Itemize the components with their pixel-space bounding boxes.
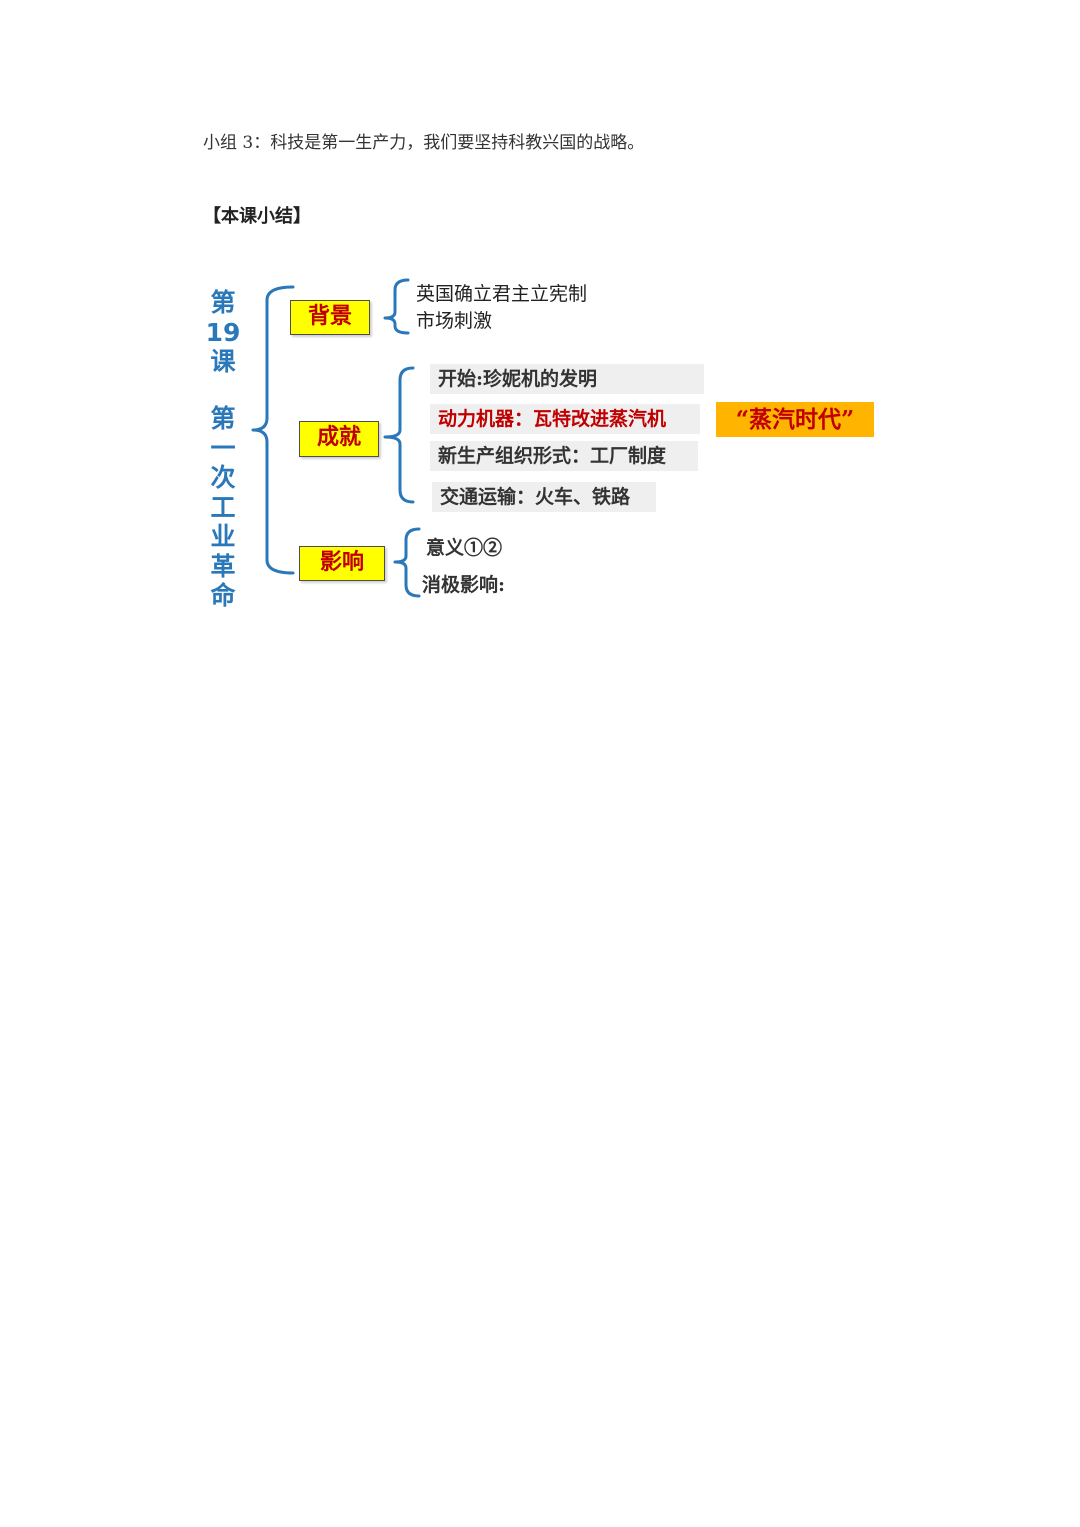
category-achievements-box: 成就 [299,421,379,457]
background-item: 英国确立君主立宪制 [416,283,588,305]
lesson-title-char: 课 [210,347,236,376]
summary-heading: 【本课小结】 [203,206,311,227]
impact-item: 消极影响: [422,574,506,596]
category-impact-box: 影响 [299,546,385,581]
category-background-box: 背景 [290,300,370,335]
achievements-bracket [383,366,415,504]
achievement-item-highlight: 动力机器：瓦特改进蒸汽机 [430,404,700,434]
topic-title-char: 革 [210,551,236,581]
lesson-title-char: 19 [205,317,241,347]
bracket-lines [251,278,421,598]
background-bracket [383,278,410,335]
topic-title-char: 第 [210,404,236,433]
summary-mind-map: 第 19 课 第 一 次 工 业 革 命 背景 成就 影响 英国确立君主立宪制 … [195,270,895,630]
topic-title-char: 工 [210,492,236,522]
intro-text: 小组 3：科技是第一生产力，我们要坚持科教兴国的战略。 [203,133,645,153]
achievement-item: 交通运输：火车、铁路 [432,482,656,512]
lesson-topic-title: 第 一 次 工 业 革 命 [203,404,243,611]
steam-era-label: “蒸汽时代” [716,402,874,437]
achievement-item: 开始:珍妮机的发明 [430,364,704,394]
impact-item: 意义①② [426,537,503,559]
main-bracket [251,285,295,575]
achievement-item: 新生产组织形式：工厂制度 [430,441,698,471]
topic-title-char: 业 [210,522,236,551]
topic-title-char: 命 [210,581,236,610]
lesson-number-title: 第 19 课 [203,288,243,377]
impact-bracket [393,527,421,598]
topic-title-char: 一 [210,433,236,463]
lesson-title-char: 第 [210,288,236,317]
topic-title-char: 次 [210,463,236,492]
background-item: 市场刺激 [416,310,493,332]
